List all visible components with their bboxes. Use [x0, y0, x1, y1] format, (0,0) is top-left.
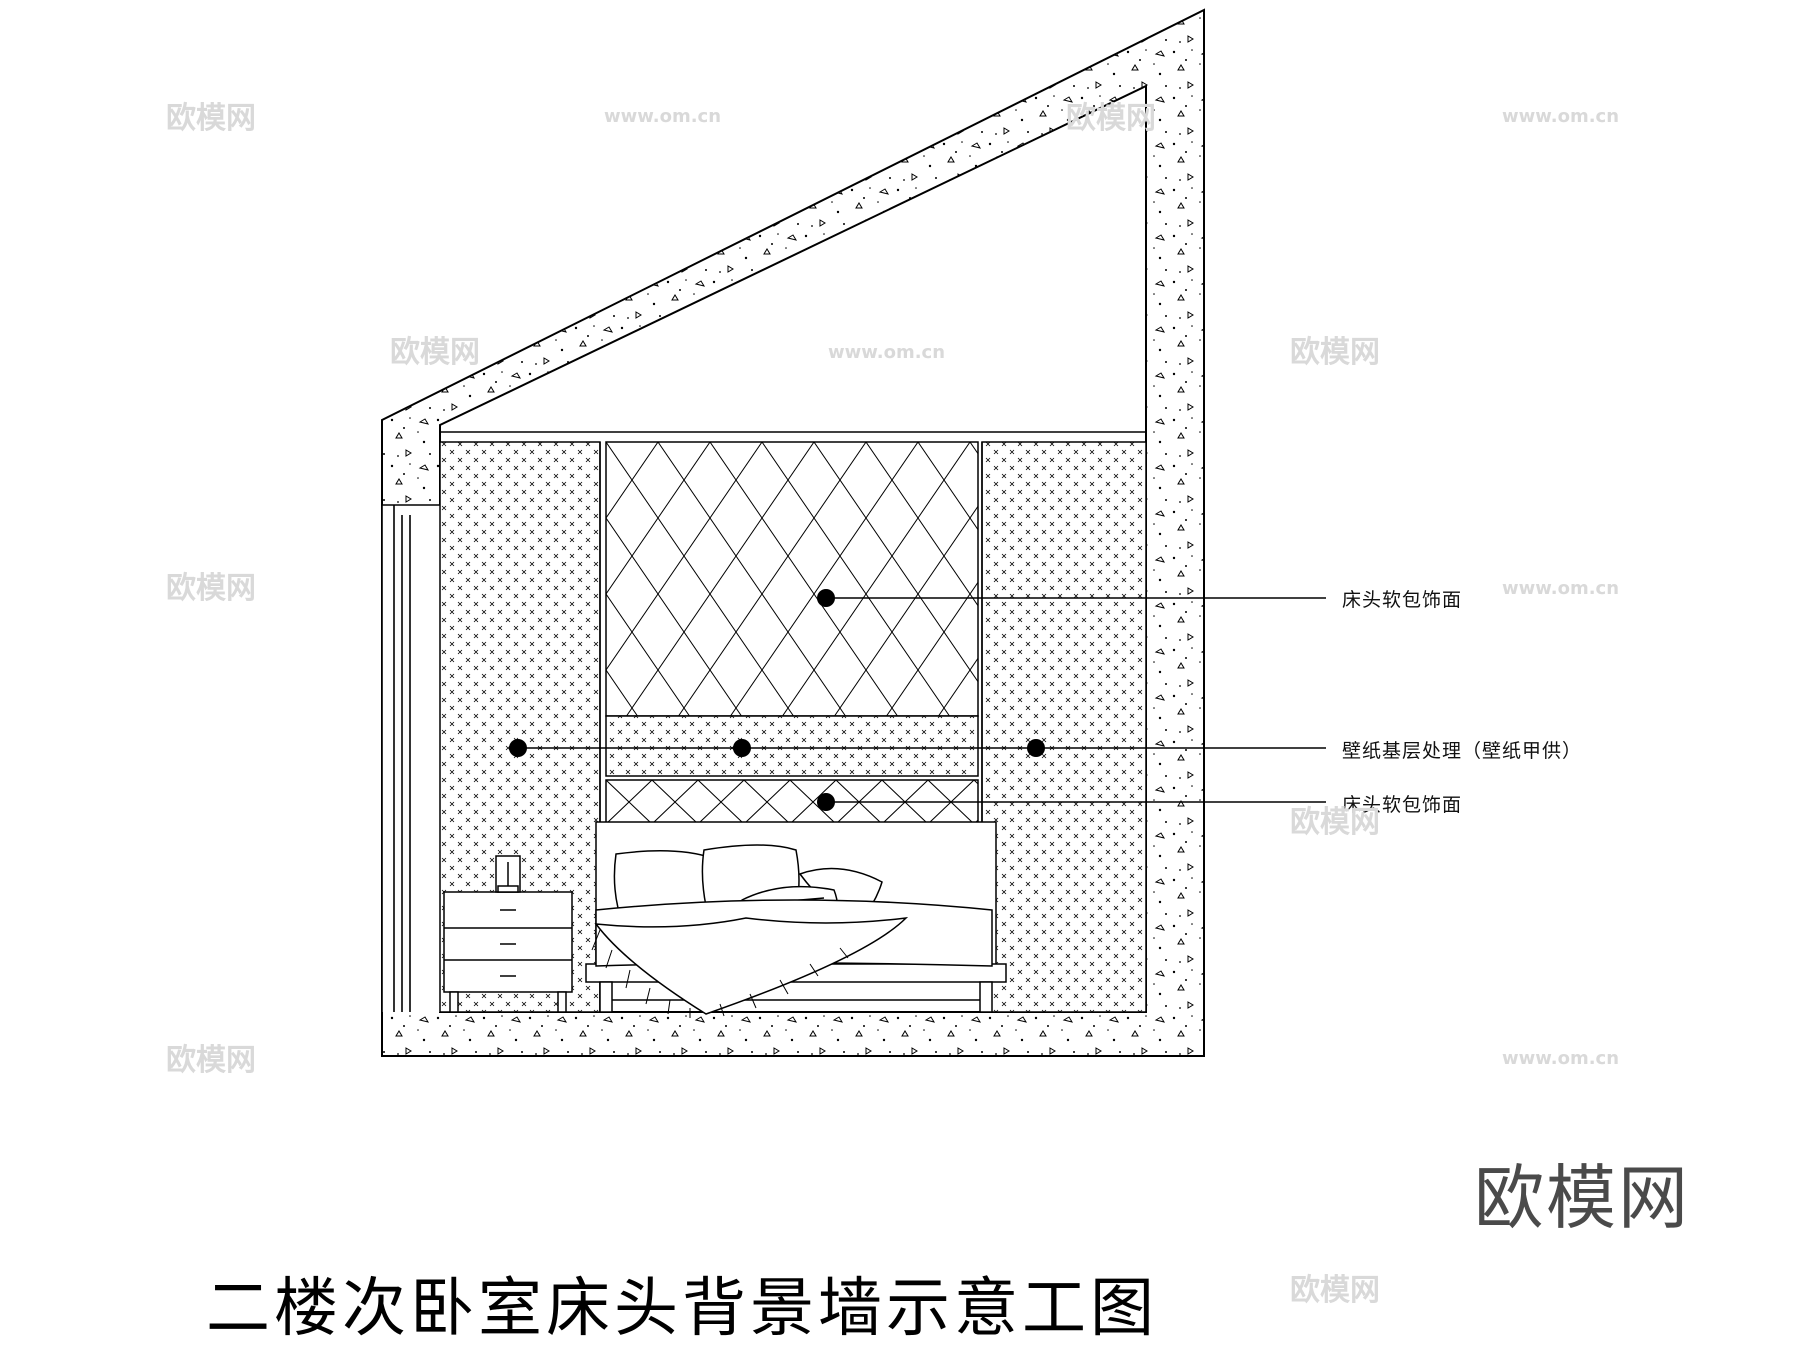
throw-blanket [594, 916, 909, 1015]
callout-dots [509, 589, 1045, 811]
blanket-fringe [591, 929, 849, 1018]
watermark-logo: 欧模网 [390, 335, 480, 370]
callout-dot [509, 739, 527, 757]
watermark-logo: 欧模网 [166, 571, 256, 606]
wallpaper-middle-strip [605, 715, 979, 777]
brand-logo: 欧模网 [1474, 1157, 1690, 1239]
watermark-url: www.om.cn [1502, 1048, 1619, 1069]
window-frame-lines [381, 504, 440, 1012]
watermark-url: www.om.cn [1502, 578, 1619, 599]
bed [585, 821, 1007, 1018]
callout-dot [1027, 739, 1045, 757]
callout-label-headboard-lower: 床头软包饰面 [1342, 794, 1462, 816]
wallpaper-right-panel [981, 441, 1147, 1013]
table-lamp [495, 855, 521, 893]
lower-headboard-panel [605, 779, 979, 827]
callout-dot [817, 793, 835, 811]
watermark-logo: 欧模网 [1290, 805, 1380, 840]
watermark-logo: 欧模网 [166, 1043, 256, 1078]
watermark-logo: 欧模网 [1290, 335, 1380, 370]
drawing-title: 二楼次卧室床头背景墙示意工图 [206, 1272, 1158, 1346]
callout-dot [733, 739, 751, 757]
nightstand [443, 891, 573, 1013]
watermark-logo: 欧模网 [1290, 1273, 1380, 1308]
watermark-logo: 欧模网 [166, 101, 256, 136]
watermark-logo: 欧模网 [1066, 101, 1156, 136]
left-window-opening [382, 505, 440, 1012]
callout-dot [817, 589, 835, 607]
callout-label-headboard-upper: 床头软包饰面 [1342, 589, 1462, 611]
upper-headboard-panel [605, 441, 979, 717]
callout-leaders [518, 597, 1326, 803]
watermark-url: www.om.cn [1502, 106, 1619, 127]
watermarks: 欧模网 www.om.cn 欧模网 www.om.cn 欧模网 www.om.c… [166, 101, 1619, 1308]
callout-label-wallpaper: 壁纸基层处理（壁纸甲供） [1342, 740, 1582, 762]
watermark-url: www.om.cn [828, 342, 945, 363]
watermark-url: www.om.cn [604, 106, 721, 127]
